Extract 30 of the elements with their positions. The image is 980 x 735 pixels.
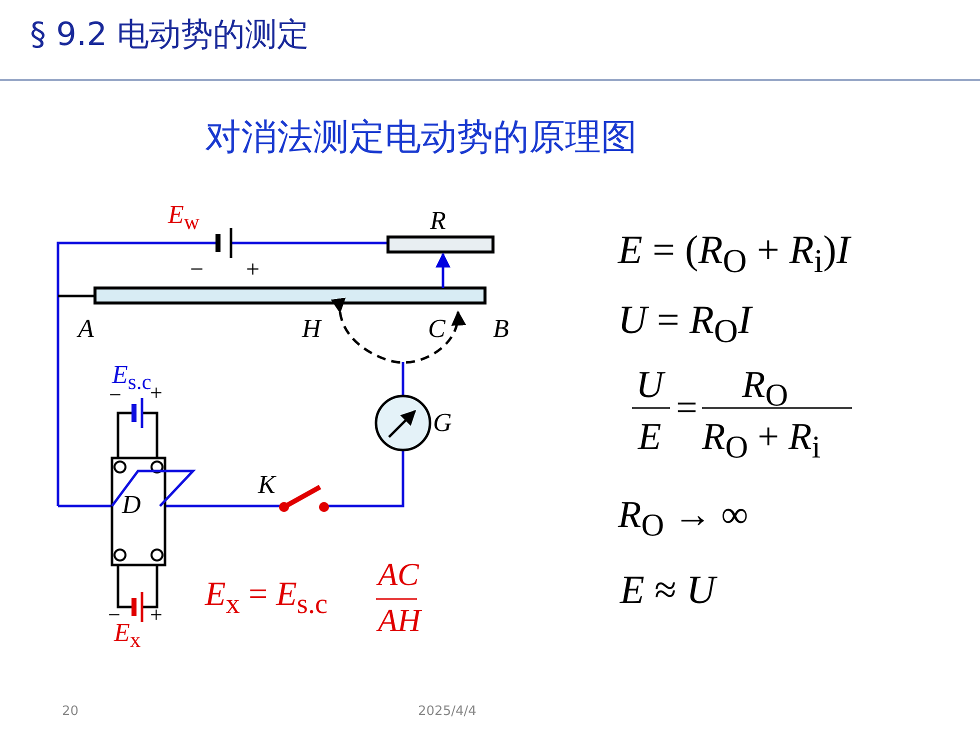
point-label: A	[78, 316, 94, 342]
formula: AC	[378, 558, 419, 590]
polarity-sign: +	[150, 604, 162, 626]
component-label: R	[430, 208, 446, 234]
point-label: H	[302, 316, 321, 342]
polarity-sign: +	[246, 258, 260, 282]
figure-title: 对消法测定电动势的原理图	[205, 120, 637, 156]
formula: R$_{O}$ → ∞	[618, 496, 748, 542]
component-label: E$_{w}$	[168, 202, 200, 234]
polarity-sign: +	[150, 382, 162, 404]
formula: R$_{O}$ + R$_{i}$	[702, 418, 821, 464]
formula: =	[676, 389, 698, 427]
formula: E	[638, 418, 662, 456]
formula: U	[636, 366, 664, 404]
point-label: B	[493, 316, 509, 342]
point-label: C	[428, 316, 446, 342]
component-label: D	[122, 492, 141, 518]
slide-heading: § 9.2 电动势的测定	[30, 18, 310, 50]
formula: E = (R$_{O}$ + R$_{i}$)I	[618, 230, 850, 278]
component-label: G	[433, 410, 452, 436]
formula: R$_{O}$	[742, 366, 788, 412]
component-label: E$_{x}$	[114, 620, 141, 652]
formula: E ≈ U	[620, 570, 716, 610]
page-number: 20	[62, 705, 79, 718]
formula: U = R$_{O}$I	[618, 300, 752, 348]
date-label: 2025/4/4	[418, 705, 476, 718]
formula: E$_{x}$ = E$_{s.c}$	[205, 578, 328, 620]
formula: AH	[378, 604, 421, 636]
polarity-sign: −	[190, 258, 204, 282]
component-label: K	[258, 472, 276, 498]
